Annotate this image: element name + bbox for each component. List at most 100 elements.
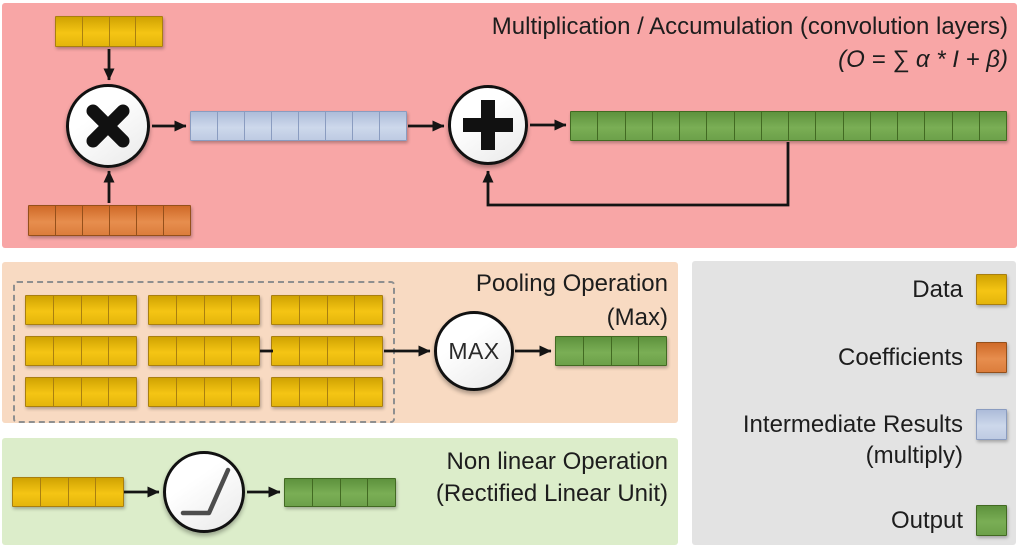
block-cell bbox=[815, 112, 843, 140]
pool-output-block bbox=[555, 336, 667, 366]
block-cell bbox=[869, 112, 897, 140]
block-cell bbox=[285, 479, 312, 506]
block-cell bbox=[951, 112, 979, 140]
legend-row-coefficients: Coefficients bbox=[692, 342, 1016, 373]
legend-swatch-data bbox=[976, 274, 1007, 305]
block-cell bbox=[56, 17, 82, 46]
block-cell bbox=[13, 478, 40, 506]
block-cell bbox=[651, 112, 679, 140]
legend-row-intermediate: Intermediate Results (multiply) bbox=[692, 409, 1016, 471]
block-cell bbox=[81, 17, 109, 46]
block-cell bbox=[582, 337, 611, 365]
block-cell bbox=[163, 206, 190, 235]
block-cell bbox=[80, 337, 109, 365]
block-cell bbox=[95, 478, 123, 506]
block-cell bbox=[175, 296, 204, 324]
block-cell bbox=[26, 337, 53, 365]
block-cell bbox=[597, 112, 625, 140]
block-cell bbox=[924, 112, 952, 140]
block-cell bbox=[109, 206, 136, 235]
block-cell bbox=[203, 337, 232, 365]
pooling-input-grid bbox=[25, 295, 383, 407]
block-cell bbox=[108, 17, 136, 46]
conv-output-block bbox=[570, 111, 1007, 141]
legend-label-data: Data bbox=[912, 276, 963, 303]
block-cell bbox=[326, 337, 355, 365]
legend-label-coefficients: Coefficients bbox=[838, 344, 963, 371]
block-cell bbox=[325, 112, 352, 140]
pooling-subtitle-text: (Max) bbox=[606, 304, 668, 331]
pool-data-block bbox=[25, 295, 137, 325]
block-cell bbox=[977, 506, 1006, 535]
multiply-operator bbox=[66, 84, 150, 168]
legend-row-data: Data bbox=[692, 274, 1016, 305]
relu-output-block bbox=[284, 478, 396, 507]
block-cell bbox=[842, 112, 870, 140]
block-cell bbox=[354, 337, 382, 365]
pool-data-block bbox=[271, 336, 383, 366]
block-cell bbox=[244, 112, 271, 140]
pool-data-block bbox=[148, 336, 260, 366]
block-cell bbox=[52, 337, 81, 365]
pool-data-block bbox=[271, 377, 383, 407]
block-cell bbox=[977, 275, 1006, 304]
block-cell bbox=[175, 337, 204, 365]
conv-coefficients-block bbox=[28, 205, 191, 236]
block-cell bbox=[556, 337, 583, 365]
block-cell bbox=[203, 296, 232, 324]
max-operator-label: MAX bbox=[448, 337, 500, 364]
block-cell bbox=[977, 343, 1006, 372]
block-cell bbox=[136, 206, 163, 235]
block-cell bbox=[571, 112, 598, 140]
legend-swatch-intermediate bbox=[976, 409, 1007, 440]
legend-swatch-output bbox=[976, 505, 1007, 536]
block-cell bbox=[108, 337, 136, 365]
block-cell bbox=[679, 112, 707, 140]
legend: Data Coefficients Intermediate Results (… bbox=[692, 261, 1016, 545]
legend-label-intermediate: Intermediate Results (multiply) bbox=[743, 409, 963, 471]
conv-intermediate-block bbox=[190, 111, 407, 141]
pool-data-block bbox=[25, 336, 137, 366]
block-cell bbox=[217, 112, 244, 140]
block-cell bbox=[191, 112, 217, 140]
block-cell bbox=[80, 378, 109, 406]
legend-label-output: Output bbox=[890, 507, 963, 534]
block-cell bbox=[231, 296, 259, 324]
block-cell bbox=[610, 337, 639, 365]
convolution-title-text: Multiplication / Accumulation (convoluti… bbox=[491, 13, 1008, 40]
nonlinear-title: Non linear Operation (Rectified Linear U… bbox=[436, 446, 668, 510]
block-cell bbox=[231, 337, 259, 365]
legend-label-intermediate-line2: (multiply) bbox=[865, 442, 963, 469]
block-cell bbox=[339, 479, 368, 506]
convolution-title: Multiplication / Accumulation (convoluti… bbox=[492, 10, 1008, 76]
block-cell bbox=[175, 378, 204, 406]
block-cell bbox=[311, 479, 340, 506]
plus-icon bbox=[463, 100, 513, 150]
block-cell bbox=[298, 112, 325, 140]
block-cell bbox=[39, 478, 68, 506]
legend-label-intermediate-line1: Intermediate Results bbox=[742, 411, 963, 438]
block-cell bbox=[326, 296, 355, 324]
block-cell bbox=[26, 296, 53, 324]
pool-data-block bbox=[148, 295, 260, 325]
block-cell bbox=[26, 378, 53, 406]
block-cell bbox=[367, 479, 395, 506]
block-cell bbox=[272, 378, 299, 406]
block-cell bbox=[272, 296, 299, 324]
block-cell bbox=[29, 206, 55, 235]
block-cell bbox=[379, 112, 406, 140]
legend-row-output: Output bbox=[692, 505, 1016, 536]
block-cell bbox=[352, 112, 379, 140]
block-cell bbox=[67, 478, 96, 506]
block-cell bbox=[135, 17, 162, 46]
block-cell bbox=[271, 112, 298, 140]
max-operator: MAX bbox=[434, 311, 514, 391]
block-cell bbox=[733, 112, 761, 140]
block-cell bbox=[298, 337, 327, 365]
block-cell bbox=[80, 296, 109, 324]
pool-data-block bbox=[271, 295, 383, 325]
legend-panel bbox=[692, 261, 1016, 545]
block-cell bbox=[298, 378, 327, 406]
legend-swatch-coefficients bbox=[976, 342, 1007, 373]
block-cell bbox=[203, 378, 232, 406]
